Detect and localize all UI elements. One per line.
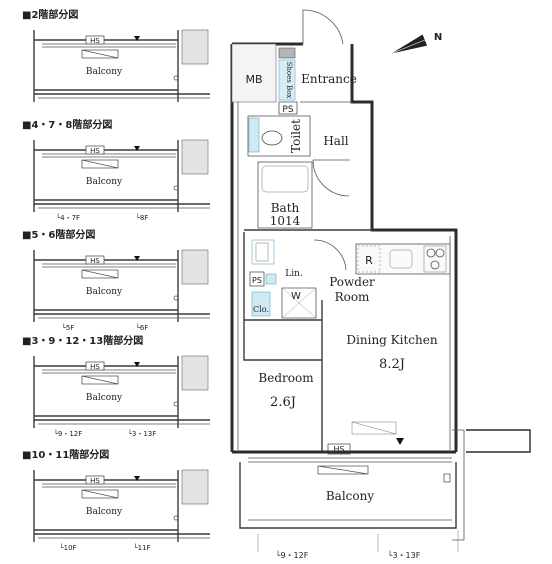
powder-room-label-2: Room xyxy=(335,290,370,304)
distribution-board-marker-icon xyxy=(396,438,404,445)
hs-label: HS xyxy=(90,257,100,265)
partial-plan-1: ■2階部分図 HS Balcony xyxy=(22,8,210,102)
floor-mark: └3・13F xyxy=(128,429,157,438)
north-arrow-icon xyxy=(391,34,428,54)
partial-plan-5: ■10・11階部分図 HS Balcony └10F └11F xyxy=(22,448,210,552)
bath-size-label: 1014 xyxy=(270,214,301,228)
ps-mid-label: PS xyxy=(252,276,262,285)
toilet-room xyxy=(247,115,311,157)
hs-label: HS xyxy=(90,477,100,485)
ps-mid-box xyxy=(249,271,265,287)
powder-room-label: Powder xyxy=(329,275,375,289)
distribution-board-marker-icon xyxy=(134,362,140,367)
partial-plan-4: ■3・9・12・13階部分図 HS Balcony └9・12F └3・13F xyxy=(22,334,210,438)
balcony-label: Balcony xyxy=(86,393,123,403)
floor-mark: └5F xyxy=(62,323,75,332)
linen-label: Lin. xyxy=(285,269,303,279)
balcony-label: Balcony xyxy=(86,287,123,297)
distribution-board-marker-icon xyxy=(134,256,140,261)
adjacent-column xyxy=(181,139,209,175)
partial-plan-3: ■5・6階部分図 HS Balcony └5F └6F xyxy=(22,228,210,332)
floor-mark: └4・7F xyxy=(56,213,80,222)
cooktop xyxy=(423,245,447,273)
mb-label: MB xyxy=(245,73,262,86)
hs-box xyxy=(85,361,105,371)
balcony-outline xyxy=(239,462,457,529)
sash-window xyxy=(248,457,452,463)
kitchen-sink xyxy=(389,249,413,269)
partial-plans: ■2階部分図 HS Balcony ■4・7・8階部分図 HS Balcony └4・7F └… xyxy=(22,8,210,552)
hs-box xyxy=(85,35,105,45)
partial-plan-title: ■4・7・8階部分図 xyxy=(22,118,112,131)
toilet-bowl xyxy=(261,130,283,146)
distribution-board-marker-icon xyxy=(134,476,140,481)
washer-label: W xyxy=(291,291,301,302)
entrance-label: Entrance xyxy=(301,72,357,86)
hs-label: HS xyxy=(333,445,344,454)
balcony-label: Balcony xyxy=(86,177,123,187)
hall-door-swing xyxy=(312,159,350,197)
dining-kitchen-label: Dining Kitchen xyxy=(346,333,437,347)
shoes-box xyxy=(278,59,296,101)
hall-label: Hall xyxy=(323,134,348,148)
hs-label: HS xyxy=(90,147,100,155)
floor-mark: └11F xyxy=(133,543,150,552)
partial-plan-title: ■2階部分図 xyxy=(22,8,78,21)
washbasin xyxy=(255,242,269,262)
floor-mark: └10F xyxy=(59,543,76,552)
partial-plan-title: ■5・6階部分図 xyxy=(22,228,95,241)
adjacent-column xyxy=(181,29,209,65)
floor-mark-left: └9・12F xyxy=(276,550,309,560)
ps-top-label: PS xyxy=(282,105,293,115)
bathtub xyxy=(261,165,309,193)
air-conditioner xyxy=(351,421,397,435)
adjacent-column xyxy=(181,469,209,505)
balcony-label: Balcony xyxy=(326,489,374,503)
adjacent-column xyxy=(181,249,209,285)
compass xyxy=(391,34,428,54)
distribution-board-marker-icon xyxy=(134,36,140,41)
bathroom xyxy=(257,161,313,229)
floor-mark: └8F xyxy=(136,213,149,222)
closet-label: Clo. xyxy=(253,305,269,314)
floor-mark: └9・12F xyxy=(54,429,83,438)
dining-kitchen-size: 8.2J xyxy=(379,357,405,372)
balcony-label: Balcony xyxy=(86,507,123,517)
bedroom-size: 2.6J xyxy=(270,395,296,410)
refrigerator-label: R xyxy=(365,254,373,267)
hs-box xyxy=(85,475,105,485)
compass-label: N xyxy=(434,32,442,43)
toilet-label: Toilet xyxy=(289,119,303,153)
partial-plan-title: ■3・9・12・13階部分図 xyxy=(22,334,143,347)
interior-partitions xyxy=(243,229,372,452)
hs-label: HS xyxy=(90,363,100,371)
mb-closet xyxy=(231,43,277,103)
hs-box xyxy=(85,145,105,155)
main-unit-plan: MB Shoes Box Entrance PS Toilet Hall Bat… xyxy=(230,9,531,560)
ps-top-box xyxy=(278,101,298,115)
partial-plan-2: ■4・7・8階部分図 HS Balcony └4・7F └8F xyxy=(22,118,210,222)
closet-small xyxy=(251,291,271,317)
hs-box xyxy=(85,255,105,265)
shoes-box-label: Shoes Box xyxy=(285,62,293,99)
hs-label: HS xyxy=(90,37,100,45)
bath-label: Bath xyxy=(271,201,300,215)
bedroom-label: Bedroom xyxy=(258,371,314,385)
floor-mark: └6F xyxy=(136,323,149,332)
hs-box xyxy=(327,443,351,455)
distribution-board-marker-icon xyxy=(134,146,140,151)
floor-mark-right: └3・13F xyxy=(388,550,421,560)
partial-plan-title: ■10・11階部分図 xyxy=(22,448,109,461)
balcony-outdoor-unit xyxy=(317,465,369,475)
balcony-label: Balcony xyxy=(86,67,123,77)
entrance-door-swing xyxy=(302,9,344,45)
adjacent-column xyxy=(181,355,209,391)
